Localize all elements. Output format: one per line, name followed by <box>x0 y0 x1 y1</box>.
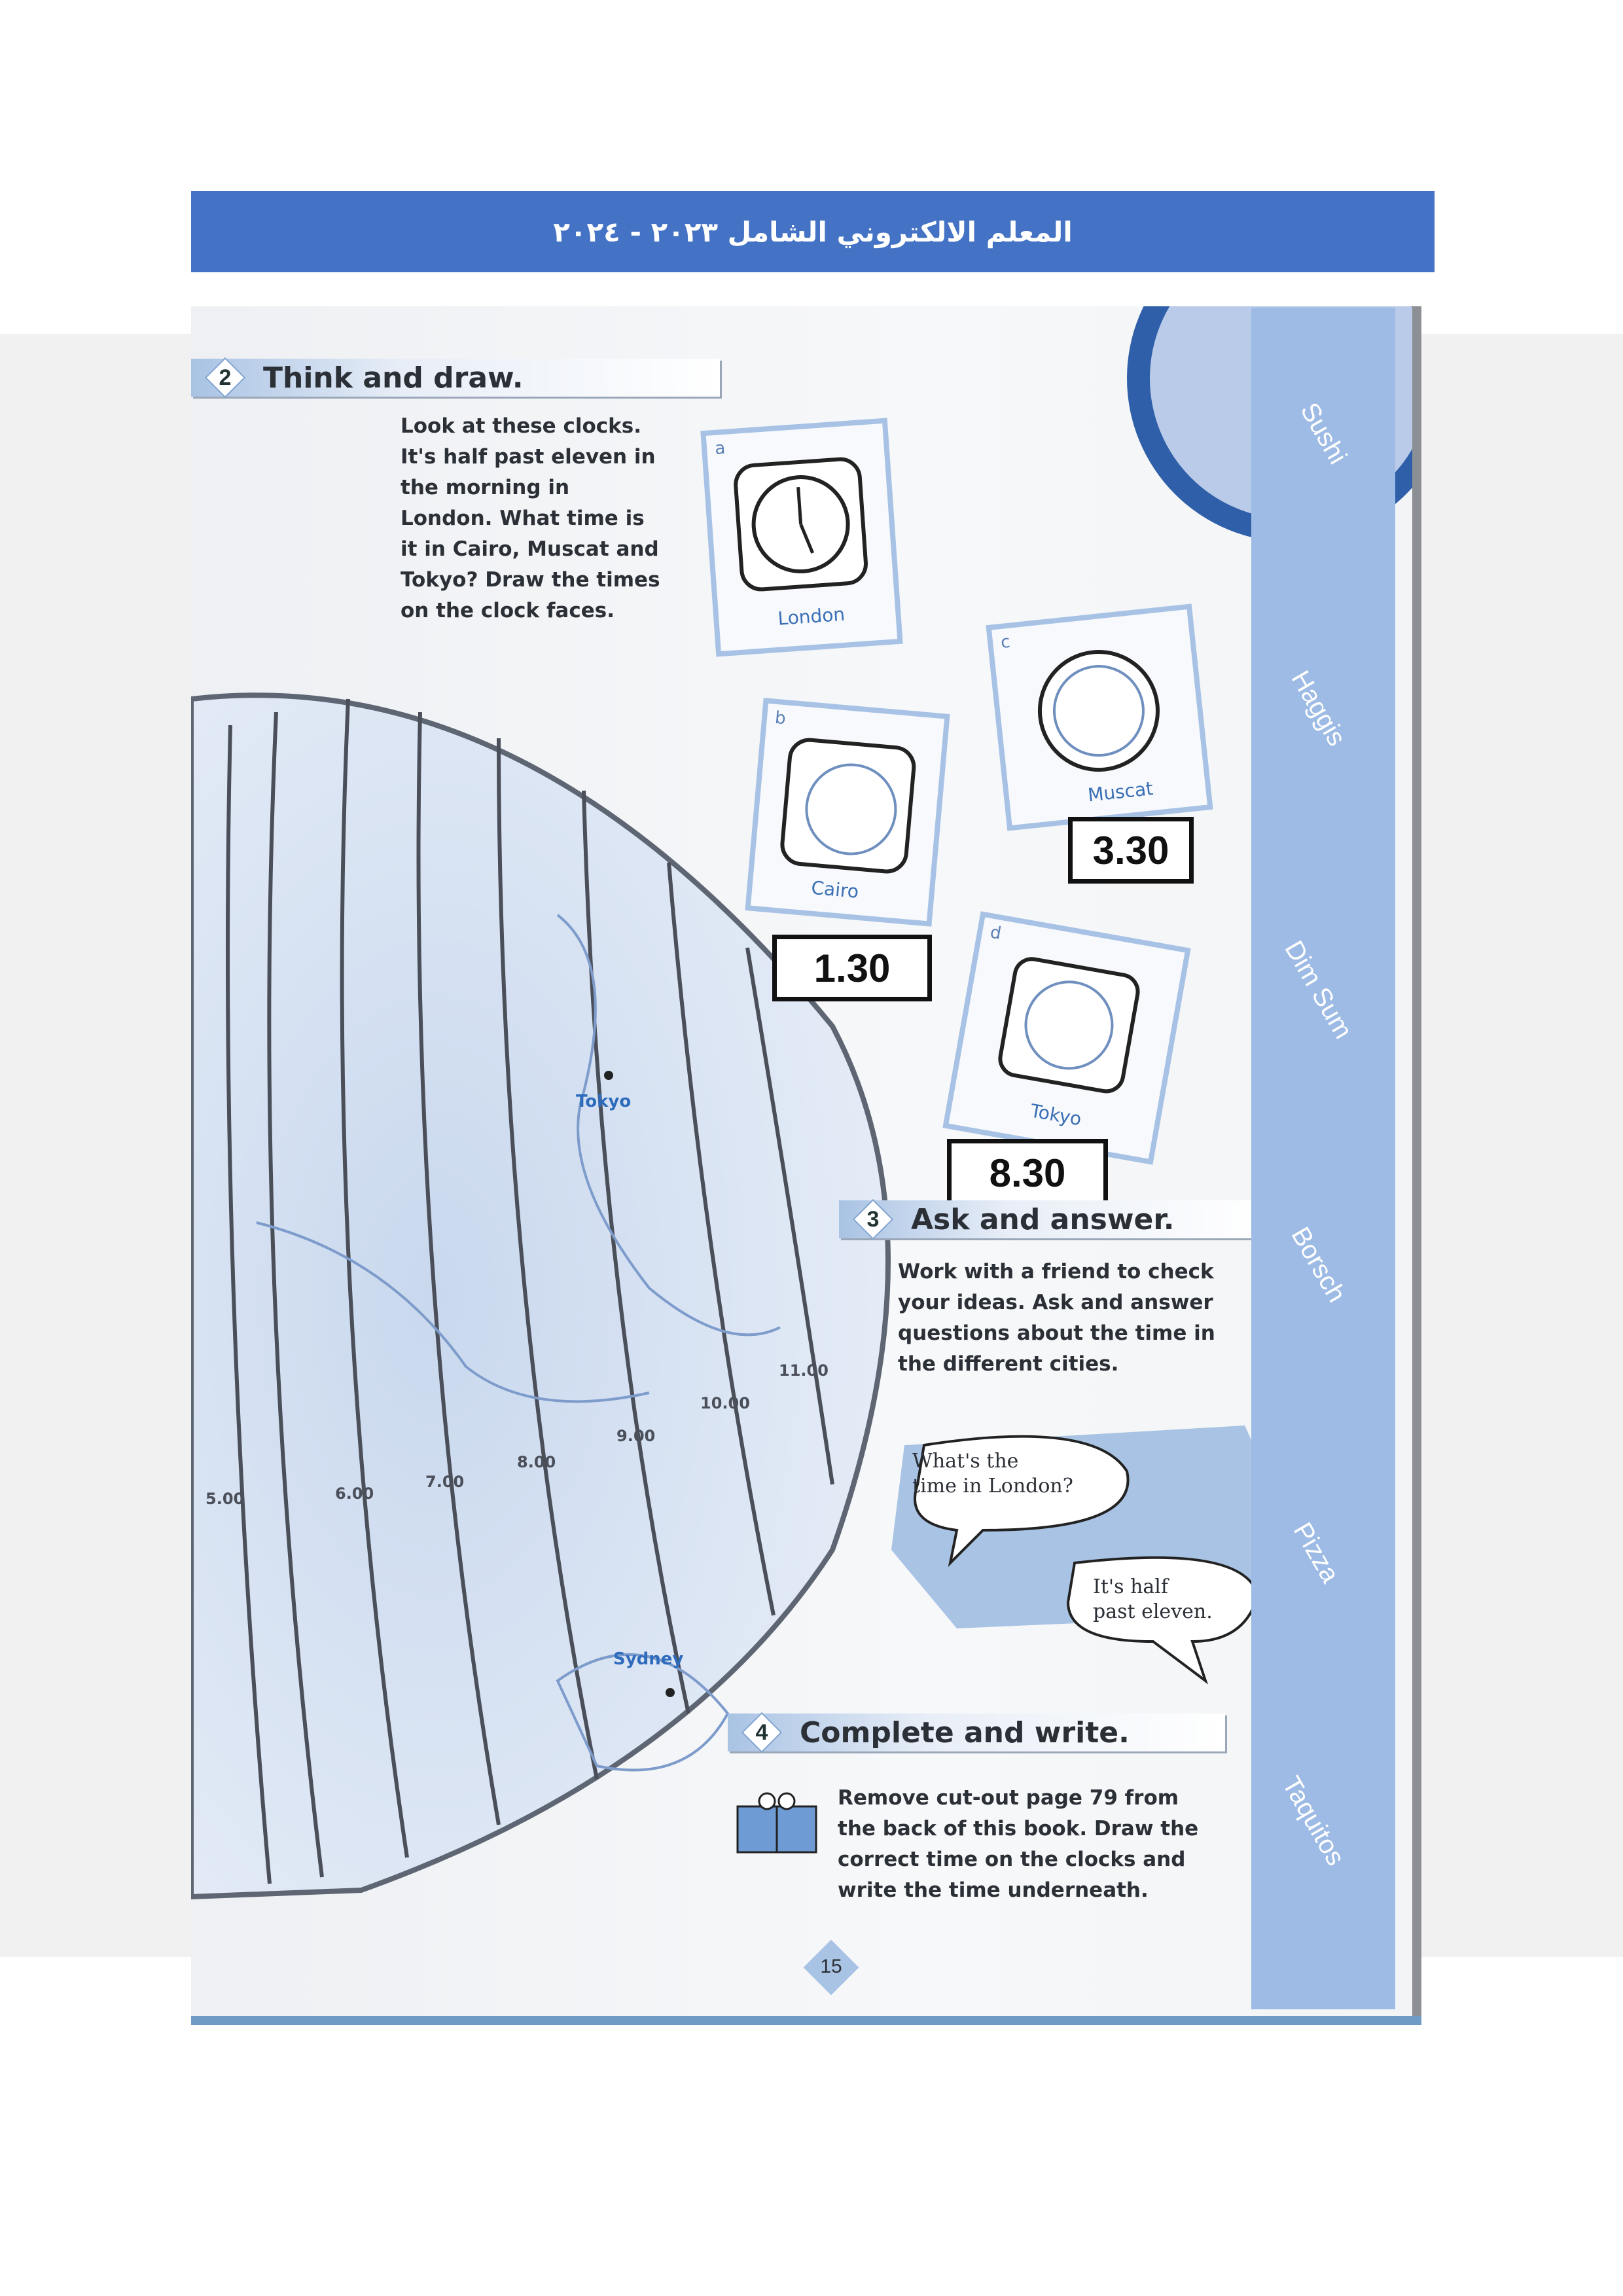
food-label-sushi: Sushi <box>1294 397 1353 469</box>
city-label-tokyo: Tokyo <box>576 1092 632 1111</box>
section-3-heading: 3 Ask and answer. <box>839 1198 1258 1240</box>
clock-face-london <box>734 457 868 592</box>
food-label-borsch: Borsch <box>1285 1222 1351 1308</box>
answer-box-tokyo: 8.30 <box>947 1139 1108 1207</box>
time-zone-label: 7.00 <box>425 1473 465 1491</box>
clock-face-tokyo <box>998 957 1140 1094</box>
clock-letter: d <box>988 922 1003 944</box>
time-zone-label: 11.00 <box>779 1361 829 1380</box>
header-banner: المعلم الالكتروني الشامل ٢٠٢٣ - ٢٠٢٤ <box>191 191 1435 272</box>
section-4-heading: 4 Complete and write. <box>728 1712 1225 1753</box>
section-4-instructions: Remove cut-out page 79 from the back of … <box>838 1786 1199 1902</box>
section-2-title: Think and draw. <box>263 361 524 395</box>
time-zone-label: 9.00 <box>616 1427 656 1445</box>
clock-caption-london: London <box>777 603 846 630</box>
clock-card-muscat: c Muscat <box>986 603 1213 831</box>
city-label-sydney: Sydney <box>613 1649 684 1669</box>
page-edge <box>1412 306 1421 2024</box>
clock-letter: c <box>999 632 1012 653</box>
speech-bubble-question: What's the time in London? <box>912 1450 1073 1498</box>
clock-face-cairo <box>780 738 916 874</box>
time-zone-label: 10.00 <box>700 1394 750 1412</box>
food-label-pizza: Pizza <box>1287 1517 1345 1588</box>
section-4-title: Complete and write. <box>800 1715 1130 1749</box>
section-3-instructions: Work with a friend to check your ideas. … <box>898 1260 1215 1376</box>
section-4-number-badge: 4 <box>741 1712 783 1753</box>
page-number: 15 <box>820 1956 842 1977</box>
clock-caption-cairo: Cairo <box>810 876 860 903</box>
speech-bubbles-background <box>891 1426 1277 1685</box>
food-label-haggis: Haggis <box>1285 666 1351 751</box>
clock-letter: a <box>714 438 726 459</box>
page-bottom-edge <box>191 2016 1421 2025</box>
world-map-globe <box>191 692 891 1900</box>
food-label-taquitos: Taquitos <box>1276 1771 1351 1871</box>
background-band-left <box>0 334 191 1957</box>
answer-box-muscat: 3.30 <box>1068 817 1194 884</box>
background-band-right <box>1420 334 1623 1957</box>
clock-letter: b <box>774 708 787 729</box>
food-names-strip: Sushi Haggis Dim Sum Borsch Pizza Taquit… <box>1251 308 1395 2009</box>
food-label-dim-sum: Dim Sum <box>1279 936 1358 1044</box>
clock-card-cairo: b Cairo <box>745 698 950 927</box>
speech-bubble-answer: It's half past eleven. <box>1093 1575 1213 1623</box>
section-3-number-badge: 3 <box>852 1198 894 1240</box>
section-2-heading: 2 Think and draw. <box>191 357 720 399</box>
textbook-page: Tokyo Sydney 5.00 6.00 7.00 8.00 9.00 10… <box>191 306 1421 2024</box>
section-2-number-badge: 2 <box>204 357 246 399</box>
time-zone-label: 5.00 <box>205 1490 245 1508</box>
section-2-instructions: Look at these clocks. It's half past ele… <box>401 414 660 622</box>
time-zone-label: 8.00 <box>517 1453 556 1471</box>
answer-box-cairo: 1.30 <box>772 935 932 1001</box>
time-zone-label: 6.00 <box>335 1484 374 1503</box>
header-title: المعلم الالكتروني الشامل ٢٠٢٣ - ٢٠٢٤ <box>553 215 1073 248</box>
clock-card-london: a London <box>700 418 903 657</box>
clock-caption-muscat: Muscat <box>1086 778 1154 806</box>
section-3-title: Ask and answer. <box>911 1202 1175 1236</box>
reading-book-icon <box>736 1792 817 1854</box>
clock-face-muscat <box>1037 650 1160 772</box>
clock-caption-tokyo: Tokyo <box>1029 1100 1084 1130</box>
clock-card-tokyo: d Tokyo <box>942 911 1191 1165</box>
